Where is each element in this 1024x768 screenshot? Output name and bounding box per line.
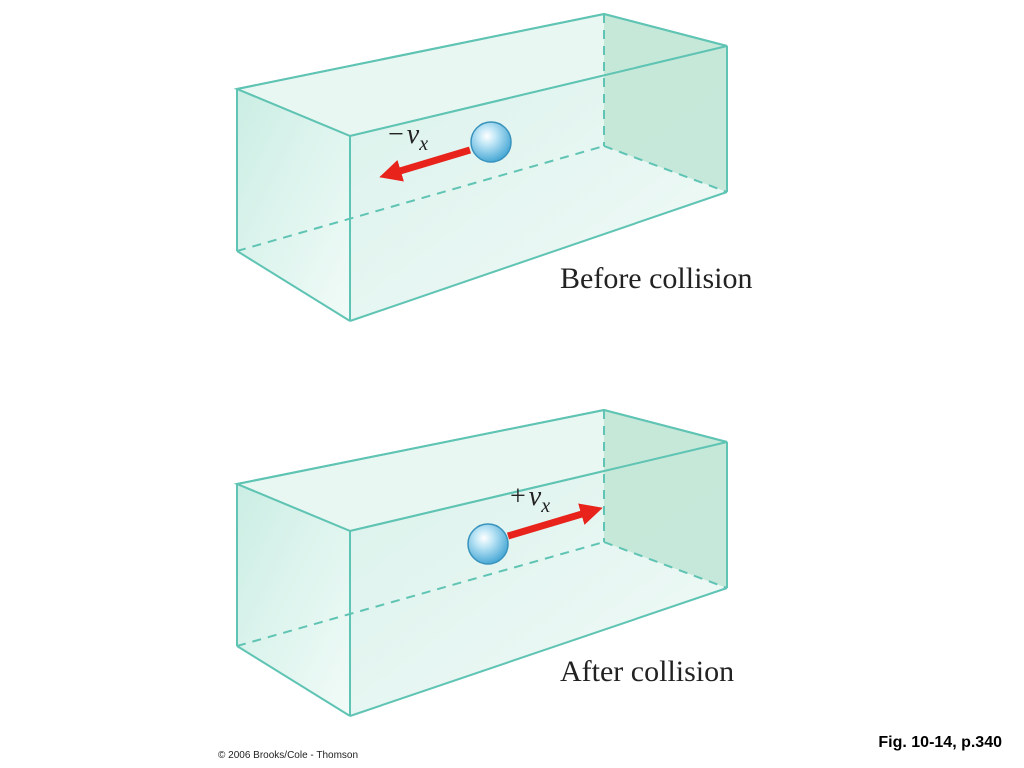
velocity-arrow-right [507,503,603,540]
velocity-arrow-left [379,146,472,182]
after-collision-panel: +vx After collision [233,408,734,717]
box-edge-bottom-front [349,191,728,322]
box-edge-bottom-front [349,587,728,717]
box-after [233,408,728,717]
box-edge-top-right [603,13,728,47]
caption-after: After collision [560,655,734,688]
velocity-label-before: −vx [388,119,428,155]
box-edge-top-back [236,409,605,485]
velocity-label-after: +vx [510,481,550,517]
before-collision-panel: −vx Before collision [233,12,752,322]
ball-after [467,523,509,565]
box-edge-bottom-left [236,645,351,717]
copyright-notice: © 2006 Brooks/Cole - Thomson [218,750,359,761]
hidden-edge-back [603,541,728,589]
ball-before [470,121,512,163]
hidden-edge-back [603,145,728,193]
box-edge-bottom-left [236,250,351,322]
box-before [233,12,728,322]
box-right-face [604,410,727,588]
box-edge-top-back [236,13,605,90]
caption-before: Before collision [560,262,752,295]
box-right-face [604,14,727,192]
box-left-face [237,89,350,321]
figure-reference: Fig. 10-14, p.340 [878,734,1002,751]
box-edge-top-right [603,409,728,443]
box-left-face [237,484,350,716]
